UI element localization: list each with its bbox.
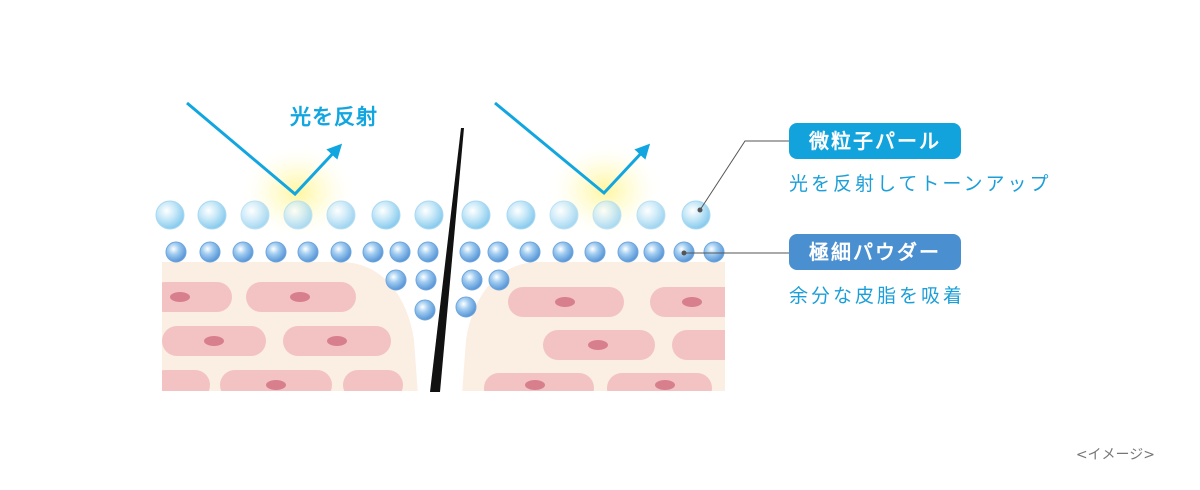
powder-description: 余分な皮脂を吸着: [789, 285, 965, 307]
pearl-leader-dot: [697, 207, 703, 213]
pore-divider: [430, 128, 464, 392]
left-light-arrow: [186, 101, 343, 197]
image-note: <イメージ>: [1076, 447, 1155, 463]
powder-particles: [165, 241, 725, 321]
pearl-particles: [155, 200, 711, 230]
pearl-badge-label: 微粒子パール: [808, 129, 941, 153]
pearl-badge: [789, 123, 961, 159]
right-light-arrow: [494, 101, 651, 196]
powder-badge: [789, 234, 961, 270]
powder-badge-label: 極細パウダー: [808, 240, 941, 264]
left-cell-nuclei: [170, 292, 347, 390]
right-cell-nuclei: [525, 297, 702, 390]
light-reflect-label: 光を反射: [289, 105, 378, 129]
right-skin-panel: [462, 262, 725, 391]
pearl-leader-line: [699, 140, 789, 211]
powder-leader-dot: [681, 250, 687, 256]
pearl-description: 光を反射してトーンアップ: [789, 173, 1051, 195]
